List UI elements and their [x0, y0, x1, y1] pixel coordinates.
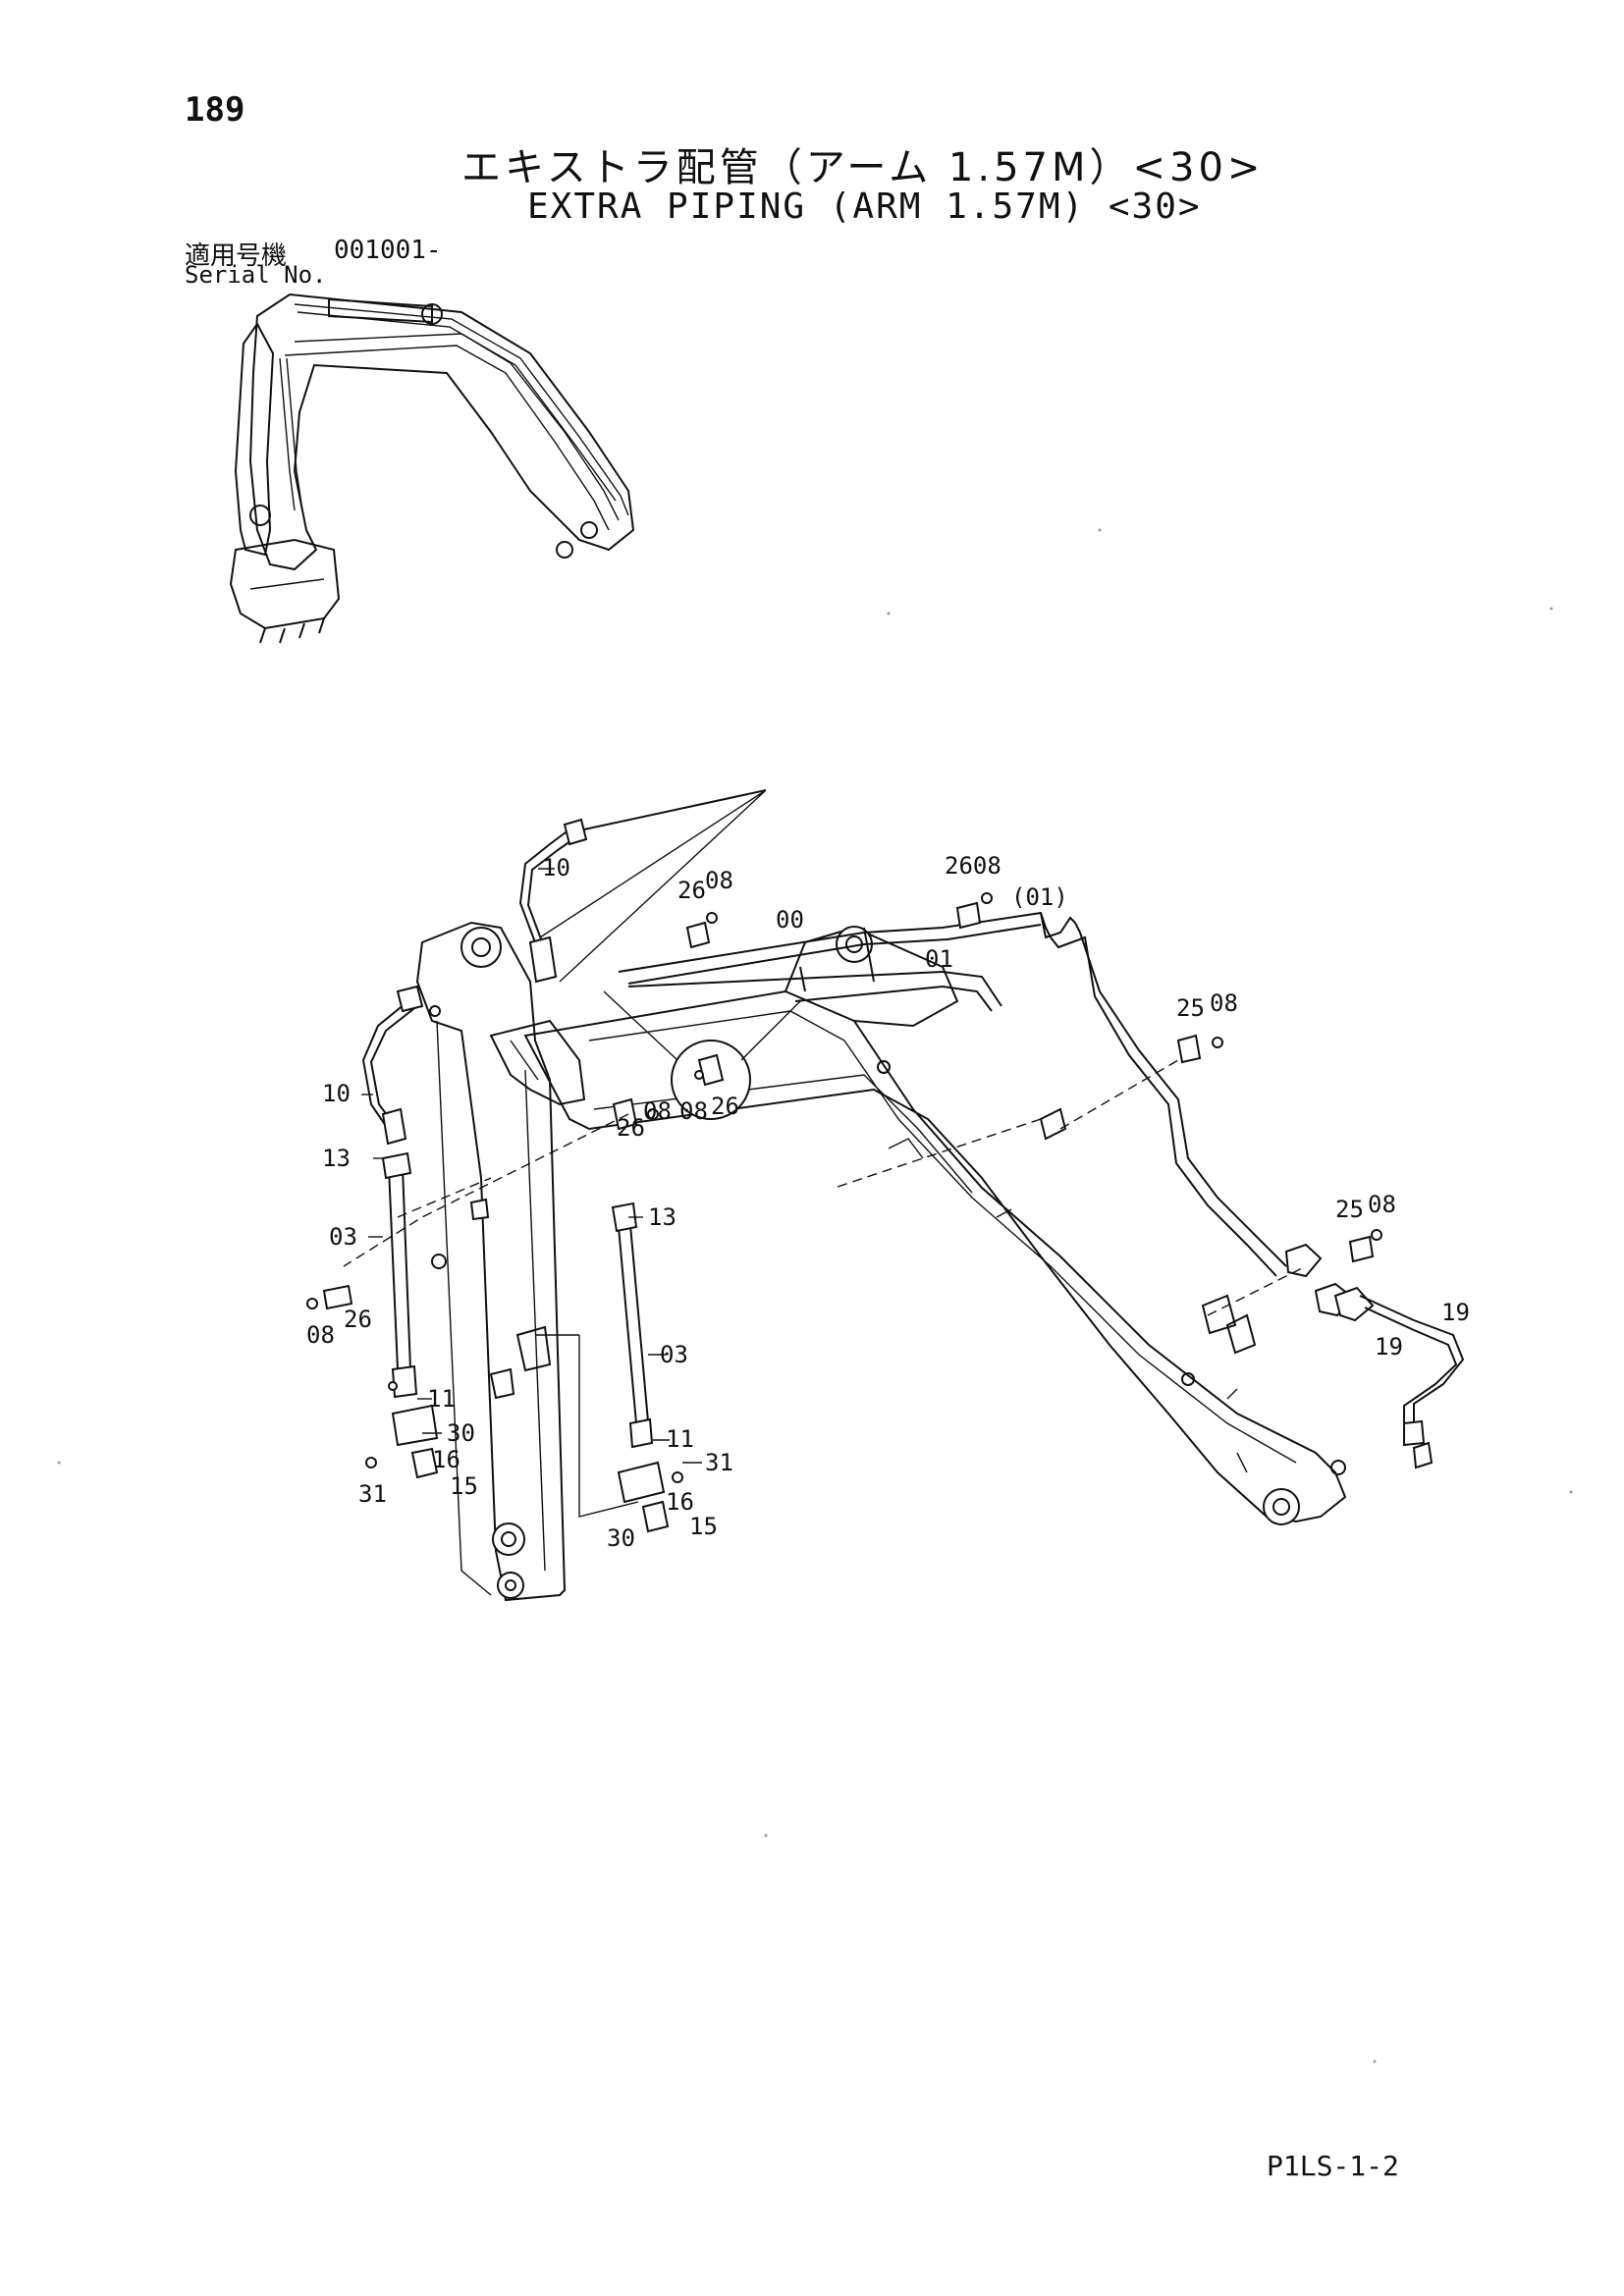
callout-30-mid: 30 — [607, 1524, 635, 1552]
callout-15-left: 15 — [450, 1472, 478, 1500]
callout-labels: 10 26 08 00 2608 (01) 01 10 08 26 08 26 … — [306, 852, 1470, 1552]
callout-13-mid: 13 — [648, 1203, 677, 1231]
callout-19-upper: 19 — [1441, 1299, 1470, 1326]
page-number: 189 — [185, 90, 245, 130]
callout-08-detail: 08 — [679, 1097, 708, 1125]
callout-16-left: 16 — [432, 1446, 460, 1473]
callout-2608: 2608 — [945, 852, 1001, 880]
callout-25-upper: 25 — [1176, 994, 1205, 1022]
callout-00: 00 — [776, 906, 804, 934]
footer-code: P1LS-1-2 — [1267, 2150, 1399, 2182]
boom-assembly — [415, 921, 1347, 1602]
callout-03-mid: 03 — [660, 1341, 688, 1368]
callout-31-left: 31 — [358, 1480, 387, 1508]
callout-13-left: 13 — [322, 1145, 351, 1172]
callout-08-r2: 08 — [1368, 1191, 1396, 1218]
page-title-jp: エキストラ配管（アーム 1.57M）<30> — [461, 145, 1265, 190]
scan-specks — [57, 528, 1573, 2063]
callout-26-mid: 26 — [617, 1114, 645, 1142]
callout-03-left: 03 — [329, 1223, 357, 1251]
callout-01: 01 — [925, 945, 953, 973]
callout-08-upper: 08 — [705, 867, 733, 894]
callout-08-r1: 08 — [1210, 989, 1238, 1017]
callout-11-mid: 11 — [666, 1425, 694, 1453]
serial-label-en: Serial No. — [185, 261, 327, 289]
callout-11-left: 11 — [427, 1385, 456, 1413]
callout-31-mid: 31 — [705, 1449, 733, 1476]
overview-thumbnail — [229, 293, 635, 644]
detail-circle — [603, 990, 801, 1120]
callout-19-lower: 19 — [1375, 1333, 1403, 1361]
callout-26-upper: 26 — [677, 877, 706, 904]
callout-10-left: 10 — [322, 1080, 351, 1107]
clamps — [306, 892, 1382, 1483]
callout-26-detail: 26 — [711, 1093, 739, 1120]
leader-lines — [343, 789, 1307, 1518]
callout-08-mid: 08 — [643, 1097, 672, 1125]
callout-15-mid: 15 — [689, 1513, 718, 1540]
callout-30-left: 30 — [447, 1419, 475, 1447]
callout-08-left: 08 — [306, 1321, 335, 1349]
callout-10-upper: 10 — [542, 854, 570, 881]
callout-16-mid: 16 — [666, 1488, 694, 1516]
callout-01-paren: (01) — [1011, 883, 1068, 911]
serial-value: 001001- — [334, 236, 442, 265]
callout-26-left: 26 — [344, 1306, 372, 1333]
serial-label-jp: 適用号機 — [185, 241, 288, 271]
callout-25-lower: 25 — [1335, 1196, 1364, 1223]
page-title-en: EXTRA PIPING (ARM 1.57M) <30> — [527, 187, 1202, 227]
